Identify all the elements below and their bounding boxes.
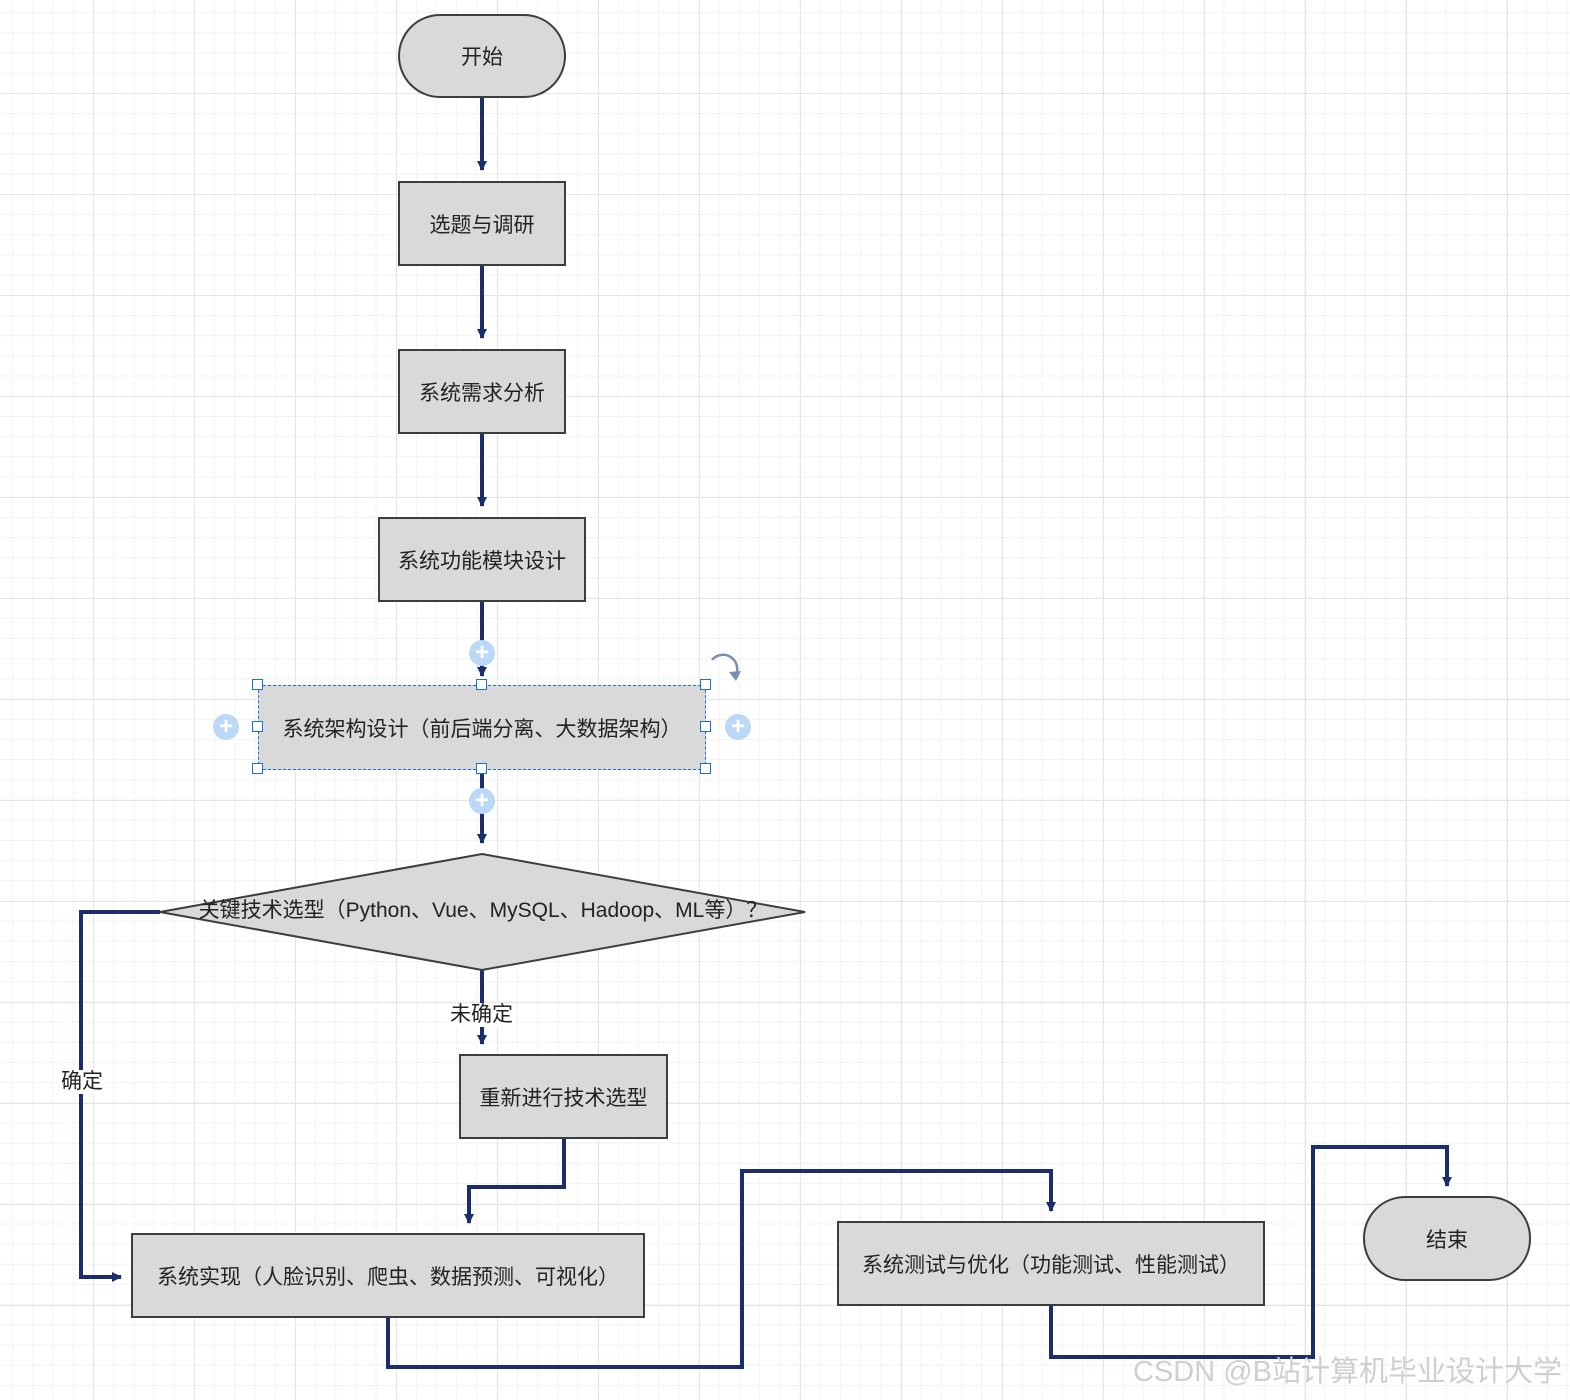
resize-handle-bottom-right[interactable] xyxy=(700,763,711,774)
edge-label-unconfirmed: 未确定 xyxy=(448,1003,515,1027)
edge-label-confirmed: 确定 xyxy=(59,1070,105,1094)
start-node-label: 开始 xyxy=(461,46,503,69)
resize-handle-right[interactable] xyxy=(700,721,711,732)
resize-handle-top[interactable] xyxy=(476,679,487,690)
testing-node[interactable]: 系统测试与优化（功能测试、性能测试） xyxy=(837,1221,1265,1306)
requirements-label: 系统需求分析 xyxy=(419,381,545,405)
tech-decision-label: 关键技术选型（Python、Vue、MySQL、Hadoop、ML等）？ xyxy=(198,899,768,922)
architecture-label: 系统架构设计（前后端分离、大数据架构） xyxy=(282,717,682,741)
resize-handle-left[interactable] xyxy=(252,721,263,732)
edge-reselect-to-implementation[interactable] xyxy=(464,1139,566,1224)
topic-research-label: 选题与调研 xyxy=(429,213,535,237)
reselect-label: 重新进行技术选型 xyxy=(479,1086,648,1110)
module-design-node[interactable]: 系统功能模块设计 xyxy=(378,517,586,602)
implementation-node[interactable]: 系统实现（人脸识别、爬虫、数据预测、可视化） xyxy=(131,1233,645,1318)
rotate-handle-arrowhead xyxy=(729,671,741,681)
reselect-node[interactable]: 重新进行技术选型 xyxy=(459,1054,668,1139)
add-connector-top-icon[interactable]: + xyxy=(469,640,495,666)
edge-decision-to-implementation[interactable] xyxy=(79,910,160,1282)
implementation-label: 系统实现（人脸识别、爬虫、数据预测、可视化） xyxy=(157,1265,619,1289)
add-connector-bottom-icon[interactable]: + xyxy=(469,788,495,814)
architecture-node[interactable]: 系统架构设计（前后端分离、大数据架构） xyxy=(258,685,706,770)
watermark: CSDN @B站计算机毕业设计大学 xyxy=(1132,1356,1562,1388)
end-node[interactable]: 结束 xyxy=(1363,1196,1531,1281)
end-node-label: 结束 xyxy=(1426,1228,1468,1252)
topic-research-node[interactable]: 选题与调研 xyxy=(398,181,566,266)
resize-handle-top-right[interactable] xyxy=(700,679,711,690)
add-connector-right-icon[interactable]: + xyxy=(725,714,751,740)
edge-implementation-to-testing[interactable] xyxy=(386,1169,1056,1369)
requirements-node[interactable]: 系统需求分析 xyxy=(398,349,566,434)
resize-handle-top-left[interactable] xyxy=(252,679,263,690)
start-node[interactable]: 开始 xyxy=(398,14,566,98)
resize-handle-bottom[interactable] xyxy=(476,763,487,774)
module-design-label: 系统功能模块设计 xyxy=(398,549,566,573)
resize-handle-bottom-left[interactable] xyxy=(252,763,263,774)
decision-diamond[interactable] xyxy=(159,852,806,972)
testing-label: 系统测试与优化（功能测试、性能测试） xyxy=(862,1253,1240,1277)
add-connector-left-icon[interactable]: + xyxy=(213,714,239,740)
edge-testing-to-end[interactable] xyxy=(1049,1145,1452,1359)
